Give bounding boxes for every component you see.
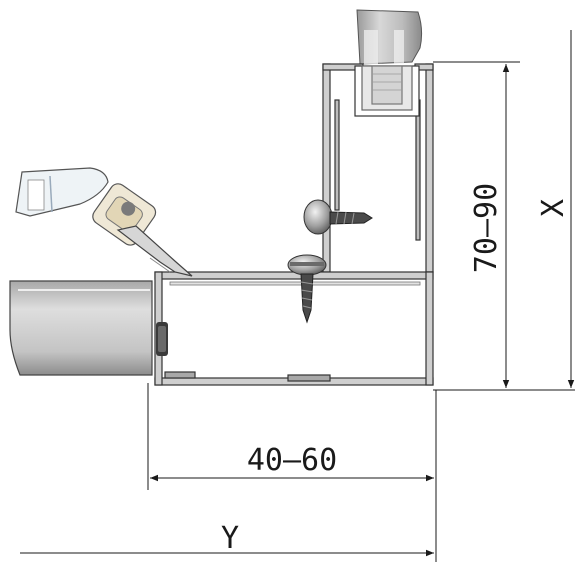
- height-range-label: 70–90: [469, 183, 504, 273]
- screw-icon: [303, 199, 373, 235]
- end-cap-icon: [9, 280, 168, 376]
- horizontal-profile: [154, 271, 434, 386]
- glass-panel-icon: [356, 9, 423, 65]
- width-range-label: 40–60: [247, 443, 337, 478]
- total-width-label: Y: [221, 521, 239, 556]
- dimension-lines: [20, 30, 575, 562]
- total-height-label: X: [536, 199, 571, 217]
- vertical-profile: [322, 63, 434, 273]
- seal-icon: [15, 167, 193, 277]
- screw-icon: [287, 254, 327, 324]
